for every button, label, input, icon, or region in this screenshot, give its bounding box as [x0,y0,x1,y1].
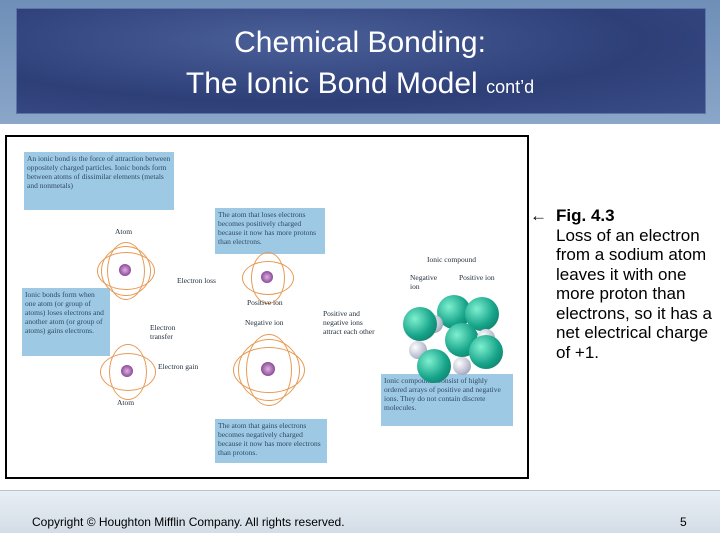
copyright-text: Copyright © Houghton Mifflin Company. Al… [32,515,345,529]
gains-electrons-box: The atom that gains electrons becomes ne… [215,419,327,463]
slide-title-suffix: cont’d [486,77,535,97]
caption-title: Fig. 4.3 [556,206,615,225]
slide-title-line1: Chemical Bonding: [234,26,486,59]
positive-ion-short-label: Positive ion [459,273,495,282]
attract-label: Positive and negative ions attract each … [323,309,375,336]
figure-4-3: An ionic bond is the force of attraction… [5,135,529,479]
positive-ion-label: Positive ion [247,298,283,307]
bond-formation-box: Ionic bonds form when one atom (or group… [22,288,110,356]
electron-gain-label: Electron gain [158,362,199,371]
atom-label-top: Atom [115,227,133,236]
negative-ion-label: Negative ion [245,318,284,327]
page-number: 5 [680,515,687,529]
left-arrow-icon: ← [530,206,547,225]
negative-ion-short-label: Negative ion [410,273,438,291]
atom-bottom [100,344,156,400]
atom-top [97,242,155,300]
title-panel [16,8,706,114]
intro-box: An ionic bond is the force of attraction… [24,152,174,210]
electron-loss-label: Electron loss [177,276,216,285]
loses-electrons-box: The atom that loses electrons becomes po… [215,208,325,254]
title-banner [0,0,720,124]
electron-transfer-label: Electron transfer [150,323,176,341]
ionic-compound-label: Ionic compound [427,255,476,264]
negative-ion-atom [233,334,305,406]
footer-bar: Copyright © Houghton Mifflin Company. Al… [0,490,720,533]
positive-ion-atom [242,252,294,304]
atom-label-bottom: Atom [117,398,135,407]
slide-title-line2: The Ionic Bond Model cont’d [0,67,720,101]
caption-text: Loss of an electron from a sodium atom l… [556,225,712,362]
compound-box: Ionic compounds consist of highly ordere… [381,374,513,426]
slide-title-main: The Ionic Bond Model [185,67,478,100]
caption-body: Fig. 4.3 Loss of an electron from a sodi… [556,206,716,362]
